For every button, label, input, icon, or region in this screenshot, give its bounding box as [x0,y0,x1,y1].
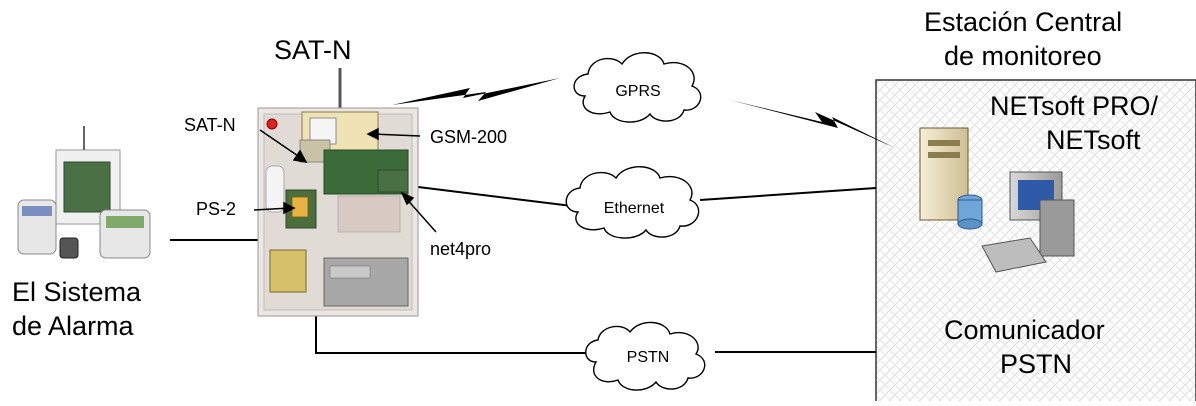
cloud-pstn-label: PSTN [627,349,670,366]
cloud-pstn [585,321,706,391]
cloud-gprs-label: GPRS [615,83,660,100]
communicator-label-line1: Comunicador [944,315,1105,345]
communicator-label-line2: PSTN [1000,349,1073,379]
battery [323,257,409,307]
cloud-gprs [573,52,702,123]
device-title: SAT-N [274,35,352,65]
software-label-line1: NETsoft PRO/ [990,91,1159,121]
keyboard-icon [981,237,1047,273]
software-label-line2: NETsoft [1046,125,1141,155]
transformer [269,249,307,293]
alarm-system-devices [17,126,151,259]
component-gsm-label: GSM-200 [430,127,508,147]
satn-cabinet [257,68,419,317]
central-station-title-line2: de monitoreo [944,41,1102,71]
cloud-ethernet-label: Ethernet [604,200,665,217]
central-station-title-line1: Estación Central [924,7,1123,37]
component-satn-label: SAT-N [184,115,236,135]
central-station-equipment [919,127,1075,273]
cloud-ethernet [565,166,700,239]
pc-tower-icon [1039,199,1075,257]
component-net4pro-label: net4pro [430,239,492,259]
lightning-bolt-right [730,100,895,148]
component-ps2-label: PS-2 [196,199,237,219]
alarm-system-label-line1: El Sistema [12,277,142,307]
lightning-bolt-left [392,78,560,105]
alarm-system-label-line2: de Alarma [12,311,134,341]
proximity-tag [59,237,79,259]
pointer-arrows [253,127,437,233]
